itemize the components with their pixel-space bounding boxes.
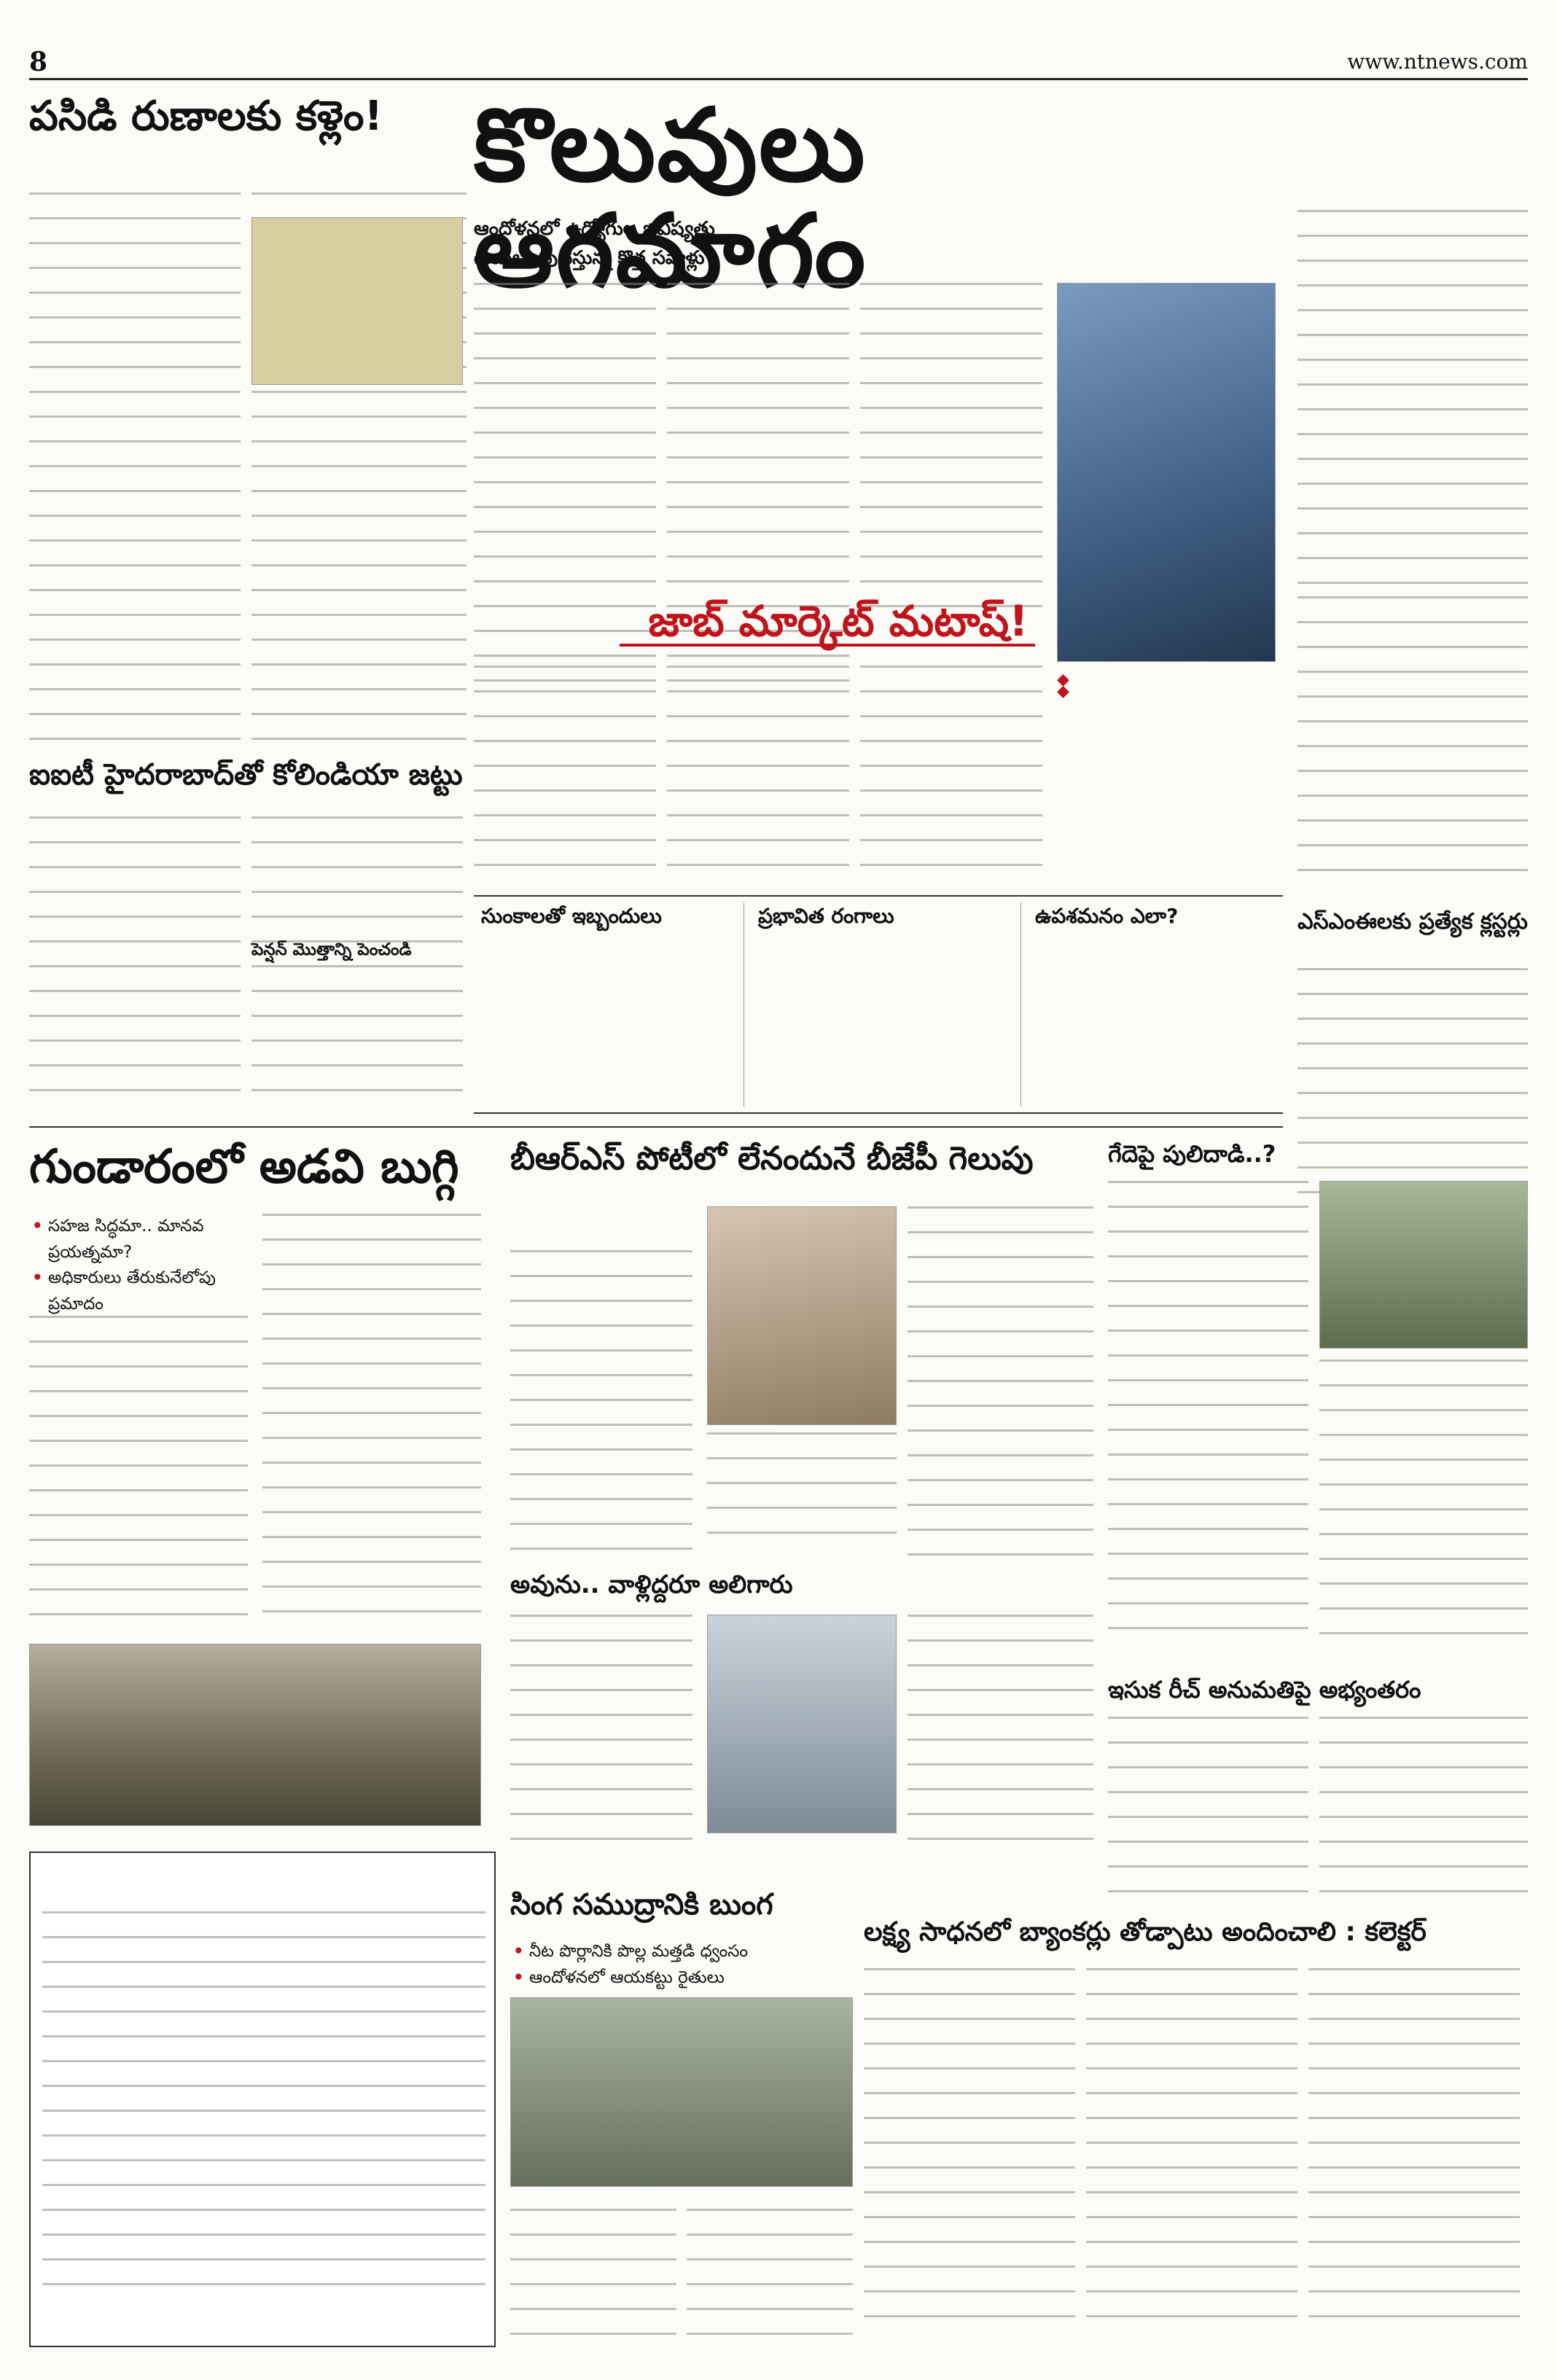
gazette-notice [29,1852,496,2347]
brs-photo [707,1206,897,1425]
lead-body-col1 [474,283,656,691]
tubul-body [1298,596,1528,888]
forest-story: గుండారంలో అడవి బుగ్గి సహజ సిద్ధమా.. మానవ… [29,1140,496,1841]
sea-bullet: నీట పొర్లానికి పొల్ల మత్తడి ధ్వంసం [510,1939,853,1965]
sea-body-2 [687,2209,853,2347]
tiger-body-1 [1108,1181,1308,1647]
sea-headline: సింగ సముద్రానికి బుంగ [510,1888,773,1921]
lead-body-col2 [667,283,849,691]
lead-subhead-2: గుబులు పుట్టిస్తున్న కొత్త సవాళ్లు [474,247,705,269]
tiger-photo [1319,1181,1528,1349]
gold-loan-body [29,192,241,761]
pension-subhead: పెన్షన్ మొత్తాన్ని పెంచండి [251,940,412,959]
gold-image [251,217,463,385]
sand-body-2 [1319,1717,1528,1906]
collector-headline: లక్ష్య సాధనలో బ్యాంకర్లు తోడ్పాటు అందించ… [864,1917,1427,1947]
brs-body-2 [707,1432,897,1556]
sea-bullet: ఆందోళనలో ఆయకట్టు రైతులు [510,1965,853,1991]
forest-body-1 [29,1316,248,1622]
avunu-body-1 [510,1615,692,1862]
sea-story: సింగ సముద్రానికి బుంగ నీట పొర్లానికి పొల… [510,1888,853,2354]
ikea-body-2 [251,816,463,1108]
job-market-callout: జాబ్ మార్కెట్ మటాష్! [648,596,1029,646]
ikea-headline: ఐఐటీ హైదరాబాద్‌తో కోలిండియా జట్టు [29,758,463,792]
right-column: ఎస్‌ఎంఈలకు ప్రత్యేక క్లస్టర్లు [1298,93,1528,1260]
lead-subhead-1: ఆందోళనలో ఉద్యోగుల భవిష్యత్తు [474,218,715,240]
brs-story: బీఆర్‌ఎస్ పోటీలో లేనందునే బీజేపీ గెలుపు [510,1140,1093,1564]
sea-bullets: నీట పొర్లానికి పొల్ల మత్తడి ధ్వంసం ఆందోళ… [510,1939,853,1991]
lead-body-lower-1 [474,666,656,884]
sand-headline: ఇసుక రీచ్ అనుమతిపై అభ్యంతరం [1108,1676,1421,1704]
avunu-body-2 [908,1615,1093,1862]
sea-body-1 [510,2209,676,2347]
brs-body-1 [510,1250,692,1556]
sand-body-1 [1108,1717,1308,1906]
forest-bullet: అధికారులు తేరుకునేలోపు ప్రమాదం [29,1265,241,1317]
page-number: 8 [29,47,48,77]
tiger-body-2 [1319,1359,1528,1647]
brs-headline: బీఆర్‌ఎస్ పోటీలో లేనందునే బీజేపీ గెలుపు [510,1140,1034,1177]
callout-bar [620,644,1035,647]
forest-bullets: సహజ సిద్ధమా.. మానవ ప్రయత్నమా? అధికారులు … [29,1214,241,1318]
ikea-body-1 [29,816,241,1108]
sea-photo [510,1997,853,2187]
masthead: 8 www.ntnews.com [29,42,1528,80]
sector-table: సుంకాలతో ఇబ్బందులు ప్రభావిత రంగాలు ఉపశమన… [474,895,1283,1114]
mahila-body [1298,210,1528,589]
lead-body-col3 [860,283,1042,618]
tiger-story: గేదెపై పులిదాడి..? [1108,1141,1528,1666]
collector-body-3 [1308,1968,1520,2340]
sector-col3-title: ఉపశమనం ఎలా? [1035,904,1179,928]
lead-headline: కొలువులు ఆగమాగం [474,87,867,310]
forest-bullet: సహజ సిద్ధమా.. మానవ ప్రయత్నమా? [29,1214,241,1265]
sand-story: ఇసుక రీచ్ అనుమతిపై అభ్యంతరం [1108,1677,1528,1917]
avunu-story: అవును.. వాళ్లిద్దరూ అలిగారు [510,1570,1093,1877]
sme-cluster-title: ఎస్‌ఎంఈలకు ప్రత్యేక క్లస్టర్లు [1298,909,1528,935]
tiger-headline: గేదెపై పులిదాడి..? [1108,1140,1276,1168]
collector-story: లక్ష్య సాధనలో బ్యాంకర్లు తోడ్పాటు అందించ… [864,1917,1528,2354]
sme-body [1298,968,1528,1209]
lead-bullets [1057,669,1276,703]
collector-body-1 [864,1968,1075,2340]
avunu-headline: అవును.. వాళ్లిద్దరూ అలిగారు [510,1570,793,1599]
lead-story: కొలువులు ఆగమాగం ఆందోళనలో ఉద్యోగుల భవిష్య… [474,93,1283,1114]
sector-col1-title: సుంకాలతో ఇబ్బందులు [481,904,662,928]
gold-loan-story: పసిడి రుణాలకు కళ్లెం! [29,93,467,764]
notice-body [42,1911,485,2290]
sector-col2-title: ప్రభావిత రంగాలు [758,904,894,928]
forest-headline: గుండారంలో అడవి బుగ్గి [29,1140,459,1194]
avunu-photo [707,1615,897,1833]
forest-photo [29,1644,481,1826]
ikea-story: ఐఐటీ హైదరాబాద్‌తో కోలిండియా జట్టు పెన్షన… [29,758,467,1123]
lead-body-lower-3 [860,666,1042,884]
lead-body-lower-2 [667,666,849,884]
collector-body-2 [1086,1968,1298,2340]
lead-photo [1057,283,1276,662]
gold-loan-headline: పసిడి రుణాలకు కళ్లెం! [29,93,383,140]
site-url[interactable]: www.ntnews.com [1347,50,1528,74]
forest-body-2 [262,1214,481,1622]
brs-body-3 [908,1206,1093,1556]
